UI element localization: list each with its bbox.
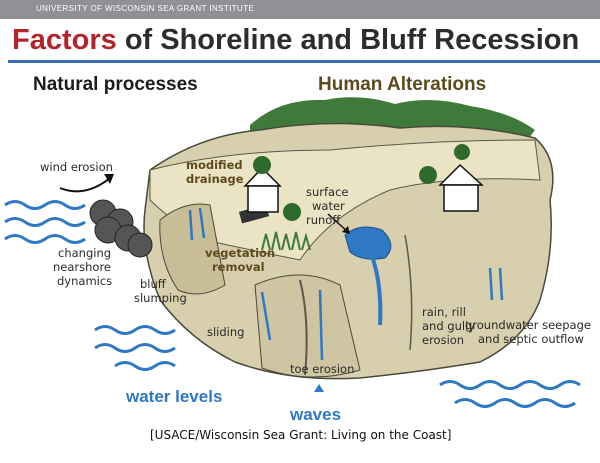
label-groundwater-1: groundwater seepage	[465, 318, 591, 332]
tree-3	[419, 166, 437, 184]
label-vegetation-2: removal	[212, 260, 265, 274]
waves-right	[439, 380, 581, 408]
tree-2	[283, 203, 301, 221]
label-water-levels: water levels	[126, 387, 223, 406]
label-changing-3: dynamics	[57, 274, 113, 288]
wind-arrow	[59, 177, 111, 193]
label-rain-2: and gully	[422, 319, 476, 333]
gully-center	[299, 279, 308, 376]
label-modified-1: modified	[186, 158, 243, 172]
runoff-arrowhead	[342, 226, 350, 234]
wind-arrowhead	[104, 174, 114, 184]
label-rain-1: rain, rill	[422, 305, 466, 319]
label-sliding: sliding	[207, 325, 245, 339]
slump-block-center	[254, 274, 361, 378]
label-surface-2: water	[312, 199, 345, 213]
tree-1	[253, 156, 271, 174]
house-left	[243, 166, 282, 213]
label-changing-2: nearshore	[53, 260, 112, 274]
label-modified-2: drainage	[186, 172, 244, 186]
label-changing-1: changing	[58, 246, 112, 260]
label-rain-3: erosion	[422, 333, 465, 347]
citation: [USACE/Wisconsin Sea Grant: Living on th…	[150, 428, 452, 442]
label-bluff-2: slumping	[134, 291, 187, 305]
title-accent: Factors	[12, 24, 117, 56]
runoff-pond	[344, 226, 392, 260]
tree-4	[454, 144, 470, 160]
wind-erosion-clouds	[89, 199, 153, 258]
title-underline	[8, 60, 600, 63]
label-wind-erosion: wind erosion	[40, 160, 113, 174]
waves-left	[4, 200, 176, 371]
label-groundwater-2: and septic outflow	[478, 332, 584, 346]
human-alterations-heading: Human Alterations	[318, 74, 487, 95]
runoff-stream	[370, 255, 383, 326]
house-right	[438, 163, 484, 212]
title-rest: of Shoreline and Bluff Recession	[116, 24, 580, 56]
seep-lines	[188, 207, 504, 361]
runoff-arrow	[327, 213, 349, 233]
gully-right	[404, 234, 413, 351]
label-surface-1: surface	[306, 185, 349, 199]
header-bar: UNIVERSITY OF WISCONSIN SEA GRANT INSTIT…	[0, 0, 600, 19]
label-surface-3: runoff	[306, 213, 341, 227]
toe-erosion-pointer	[314, 384, 324, 392]
slump-block-left	[159, 203, 226, 295]
natural-processes-heading: Natural processes	[33, 74, 198, 95]
label-toe-erosion: toe erosion	[290, 362, 355, 376]
label-bluff-1: bluff	[140, 277, 166, 291]
vegetation-tufts	[261, 231, 311, 251]
label-vegetation-1: vegetation	[205, 246, 276, 260]
label-waves: waves	[290, 405, 342, 424]
page-title: Factors of Shoreline and Bluff Recession	[12, 24, 600, 57]
header-bar-text: UNIVERSITY OF WISCONSIN SEA GRANT INSTIT…	[36, 4, 255, 13]
